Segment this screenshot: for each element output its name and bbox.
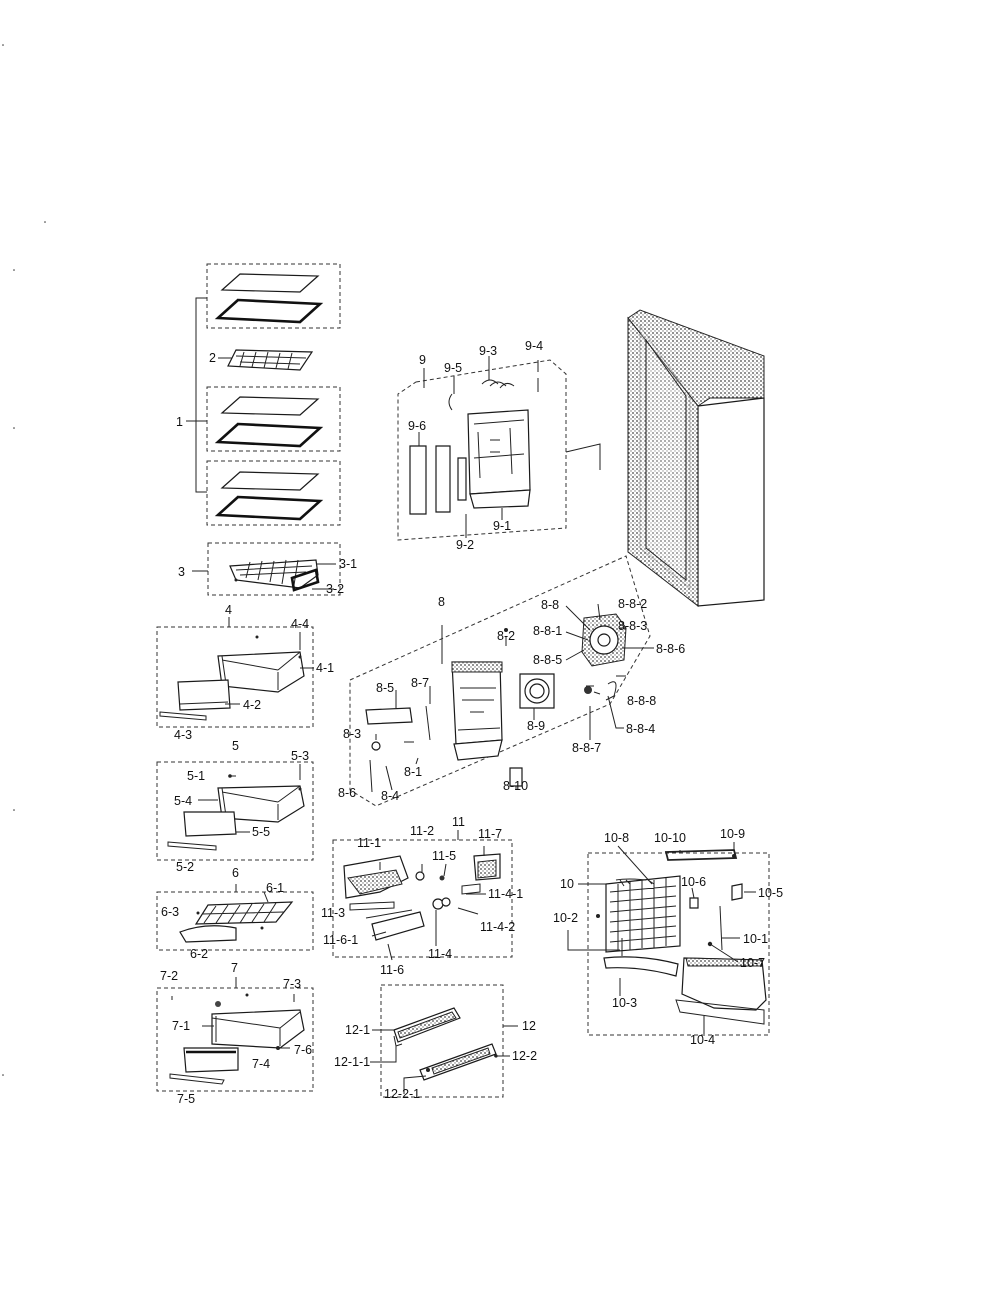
label-8-8: 8-8 (541, 598, 559, 612)
label-6: 6 (232, 866, 239, 880)
drawer-assembly-5 (156, 761, 314, 861)
label-8-8-8: 8-8-8 (627, 694, 656, 708)
label-11-1: 11-1 (357, 836, 381, 850)
label-11-3: 11-3 (321, 906, 345, 920)
shelf-assembly-6 (156, 884, 314, 951)
label-8-8-6: 8-8-6 (656, 642, 685, 656)
label-8: 8 (438, 595, 445, 609)
label-10-6: 10-6 (681, 875, 706, 889)
refrigerator-cabinet (627, 309, 765, 608)
control-panel-assembly-9 (397, 356, 601, 541)
label-5-3: 5-3 (291, 749, 309, 763)
label-2: 2 (209, 351, 216, 365)
label-8-3: 8-3 (343, 727, 361, 741)
label-11-4-1: 11-4-1 (488, 887, 523, 901)
label-11: 11 (452, 815, 465, 829)
label-6-2: 6-2 (190, 947, 208, 961)
label-10-8: 10-8 (604, 831, 629, 845)
label-12-1: 12-1 (345, 1023, 370, 1037)
label-11-4: 11-4 (428, 947, 452, 961)
label-7-5: 7-5 (177, 1092, 195, 1106)
part-labels: 1 2 3 3-1 3-2 4 4-4 4-1 4-2 4-3 5 5-3 5-… (160, 339, 783, 1106)
label-11-7: 11-7 (478, 827, 502, 841)
label-9-1: 9-1 (493, 519, 511, 533)
scan-specks (2, 44, 46, 1076)
label-7-3: 7-3 (283, 977, 301, 991)
label-10-10: 10-10 (654, 831, 686, 845)
label-4-4: 4-4 (291, 617, 309, 631)
label-9-6: 9-6 (408, 419, 426, 433)
label-4: 4 (225, 603, 232, 617)
label-5-5: 5-5 (252, 825, 270, 839)
label-4-2: 4-2 (243, 698, 261, 712)
label-5-4: 5-4 (174, 794, 192, 808)
label-9-2: 9-2 (456, 538, 474, 552)
label-8-8-1: 8-8-1 (533, 624, 562, 638)
drawer-assembly-7 (156, 977, 314, 1092)
label-10-9: 10-9 (720, 827, 745, 841)
label-4-1: 4-1 (316, 661, 334, 675)
basket-assembly-3 (192, 542, 341, 596)
label-8-8-5: 8-8-5 (533, 653, 562, 667)
duct-assembly-12 (370, 984, 518, 1098)
label-8-4: 8-4 (381, 789, 399, 803)
label-1: 1 (176, 415, 183, 429)
label-11-4-2: 11-4-2 (480, 920, 515, 934)
label-6-1: 6-1 (266, 881, 284, 895)
label-7-4: 7-4 (252, 1057, 270, 1071)
label-11-2: 11-2 (410, 824, 434, 838)
label-10-3: 10-3 (612, 996, 637, 1010)
ice-maker-assembly-11 (332, 830, 513, 961)
label-8-8-2: 8-8-2 (618, 597, 647, 611)
drawer-assembly-4 (156, 617, 314, 728)
label-9-5: 9-5 (444, 361, 462, 375)
label-4-3: 4-3 (174, 728, 192, 742)
label-10-1: 10-1 (743, 932, 768, 946)
label-10: 10 (560, 877, 574, 891)
evaporator-assembly-10 (567, 842, 770, 1036)
label-8-2: 8-2 (497, 629, 515, 643)
label-8-1: 8-1 (404, 765, 422, 779)
evaporator-assembly-8 (349, 555, 654, 807)
label-5-2: 5-2 (176, 860, 194, 874)
label-5-1: 5-1 (187, 769, 205, 783)
label-10-4: 10-4 (690, 1033, 715, 1047)
label-8-8-7: 8-8-7 (572, 741, 601, 755)
label-8-8-4: 8-8-4 (626, 722, 655, 736)
label-10-5: 10-5 (758, 886, 783, 900)
label-7-1: 7-1 (172, 1019, 190, 1033)
label-11-6: 11-6 (380, 963, 404, 977)
label-12-1-1: 12-1-1 (334, 1055, 370, 1069)
label-9: 9 (419, 353, 426, 367)
label-8-5: 8-5 (376, 681, 394, 695)
label-5: 5 (232, 739, 239, 753)
label-10-7: 10-7 (740, 956, 765, 970)
label-9-4: 9-4 (525, 339, 543, 353)
label-7-2: 7-2 (160, 969, 178, 983)
label-7-6: 7-6 (294, 1043, 312, 1057)
label-7: 7 (231, 961, 238, 975)
label-11-6-1: 11-6-1 (323, 933, 358, 947)
label-3-1: 3-1 (339, 557, 357, 571)
shelf-rack-2 (218, 349, 314, 371)
label-12: 12 (522, 1019, 536, 1033)
label-3-2: 3-2 (326, 582, 344, 596)
label-8-7: 8-7 (411, 676, 429, 690)
label-8-6: 8-6 (338, 786, 356, 800)
label-9-3: 9-3 (479, 344, 497, 358)
label-11-5: 11-5 (432, 849, 456, 863)
label-3: 3 (178, 565, 185, 579)
label-12-2-1: 12-2-1 (384, 1087, 420, 1101)
label-8-8-3: 8-8-3 (618, 619, 647, 633)
label-8-9: 8-9 (527, 719, 545, 733)
label-10-2: 10-2 (553, 911, 578, 925)
label-8-10: 8-10 (503, 779, 528, 793)
shelf-assembly-1 (186, 263, 341, 526)
label-6-3: 6-3 (161, 905, 179, 919)
label-12-2: 12-2 (512, 1049, 537, 1063)
